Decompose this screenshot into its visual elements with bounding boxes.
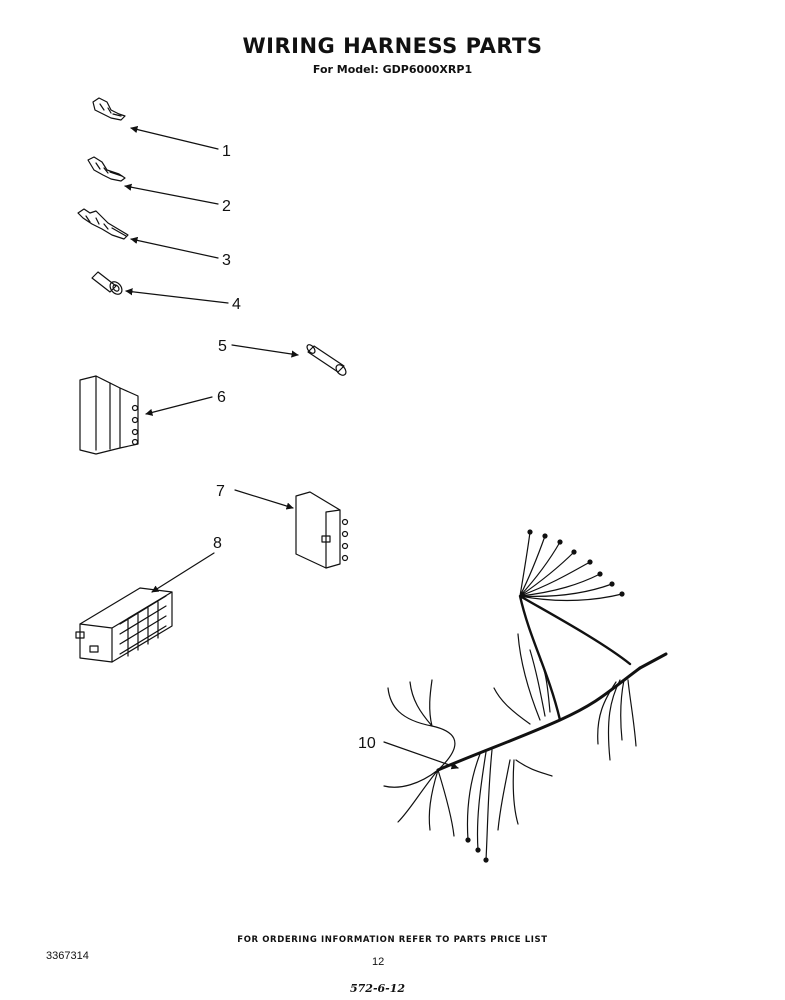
callout-3: 3: [222, 252, 231, 269]
multi-pin-connector-drawing: [75, 587, 173, 663]
handwritten-note: 572-6-12: [350, 982, 406, 995]
callout-5-leader: [231, 344, 299, 358]
terminal-2-drawing: [87, 156, 126, 182]
callout-4-leader: [125, 288, 229, 304]
callout-1: 1: [222, 143, 231, 160]
callout-7: 7: [216, 483, 225, 500]
callout-1-leader: [130, 126, 219, 150]
callout-10: 10: [358, 735, 376, 752]
callout-2: 2: [222, 198, 231, 215]
document-number: 3367314: [46, 950, 89, 962]
main-wiring-harness-drawing: [383, 529, 668, 863]
connector-block-7-drawing: [295, 491, 349, 569]
connector-block-6-drawing: [79, 375, 139, 455]
callout-8-leader: [151, 552, 215, 593]
callout-6: 6: [217, 389, 226, 406]
callout-6-leader: [145, 396, 213, 416]
callout-3-leader: [130, 236, 219, 259]
terminal-3-drawing: [77, 208, 129, 240]
model-subtitle: For Model: GDP6000XRP1: [312, 63, 473, 76]
page-title: WIRING HARNESS PARTS: [242, 34, 543, 58]
callout-5: 5: [218, 338, 227, 355]
callout-2-leader: [124, 183, 219, 205]
ordering-note: FOR ORDERING INFORMATION REFER TO PARTS …: [237, 935, 548, 945]
callout-7-leader: [234, 489, 294, 510]
callout-4: 4: [232, 296, 241, 313]
callout-10-leader: [383, 741, 459, 770]
callout-8: 8: [213, 535, 222, 552]
splice-connector-drawing: [306, 344, 347, 376]
page-number: 12: [372, 956, 385, 968]
wire-nut-drawing: [91, 271, 123, 295]
terminal-1-drawing: [92, 97, 126, 121]
